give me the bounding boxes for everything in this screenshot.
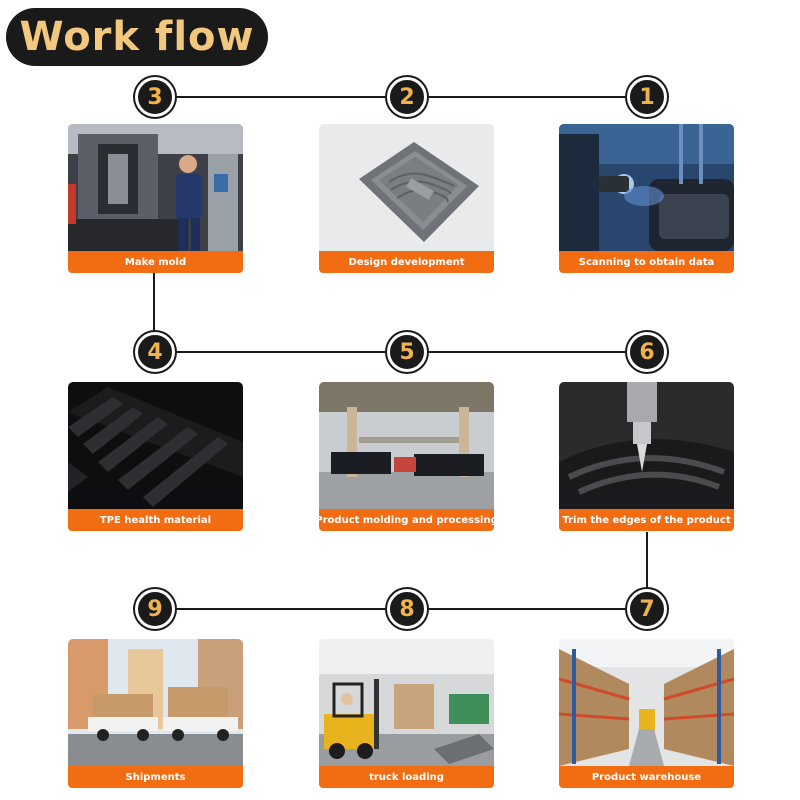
tpe-material-photo (68, 382, 243, 509)
step-caption-5: Product molding and processing (315, 509, 498, 531)
truck-loading-photo (319, 639, 494, 766)
step-card-1: Scanning to obtain data (559, 124, 734, 273)
step-card-7: Product warehouse (559, 639, 734, 788)
connector-6-7 (646, 532, 648, 608)
step-card-4: TPE health material (68, 382, 243, 531)
page-title-badge: Work flow (6, 8, 268, 66)
step-badge-4: 4 (135, 332, 175, 372)
step-badge-8: 8 (387, 589, 427, 629)
step-caption-1: Scanning to obtain data (559, 251, 734, 273)
page-title: Work flow (19, 14, 255, 60)
step-badge-5: 5 (387, 332, 427, 372)
make-mold-photo (68, 124, 243, 251)
step-caption-9: Shipments (68, 766, 243, 788)
step-card-9: Shipments (68, 639, 243, 788)
design-development-photo (319, 124, 494, 251)
step-caption-3: Make mold (68, 251, 243, 273)
step-card-2: Design development (319, 124, 494, 273)
step-badge-3: 3 (135, 77, 175, 117)
step-caption-8: truck loading (319, 766, 494, 788)
step-card-3: Make mold (68, 124, 243, 273)
step-badge-2: 2 (387, 77, 427, 117)
step-caption-4: TPE health material (68, 509, 243, 531)
step-card-8: truck loading (319, 639, 494, 788)
warehouse-photo (559, 639, 734, 766)
step-caption-6: Trim the edges of the product (559, 509, 734, 531)
trim-edges-photo (559, 382, 734, 509)
step-badge-1: 1 (627, 77, 667, 117)
step-card-6: Trim the edges of the product (559, 382, 734, 531)
scanning-photo (559, 124, 734, 251)
step-badge-9: 9 (135, 589, 175, 629)
molding-processing-photo (319, 382, 494, 509)
shipments-photo (68, 639, 243, 766)
step-caption-7: Product warehouse (559, 766, 734, 788)
step-caption-2: Design development (319, 251, 494, 273)
step-badge-7: 7 (627, 589, 667, 629)
step-card-5: Product molding and processing (315, 382, 498, 531)
connector-3-4 (153, 272, 155, 352)
step-badge-6: 6 (627, 332, 667, 372)
